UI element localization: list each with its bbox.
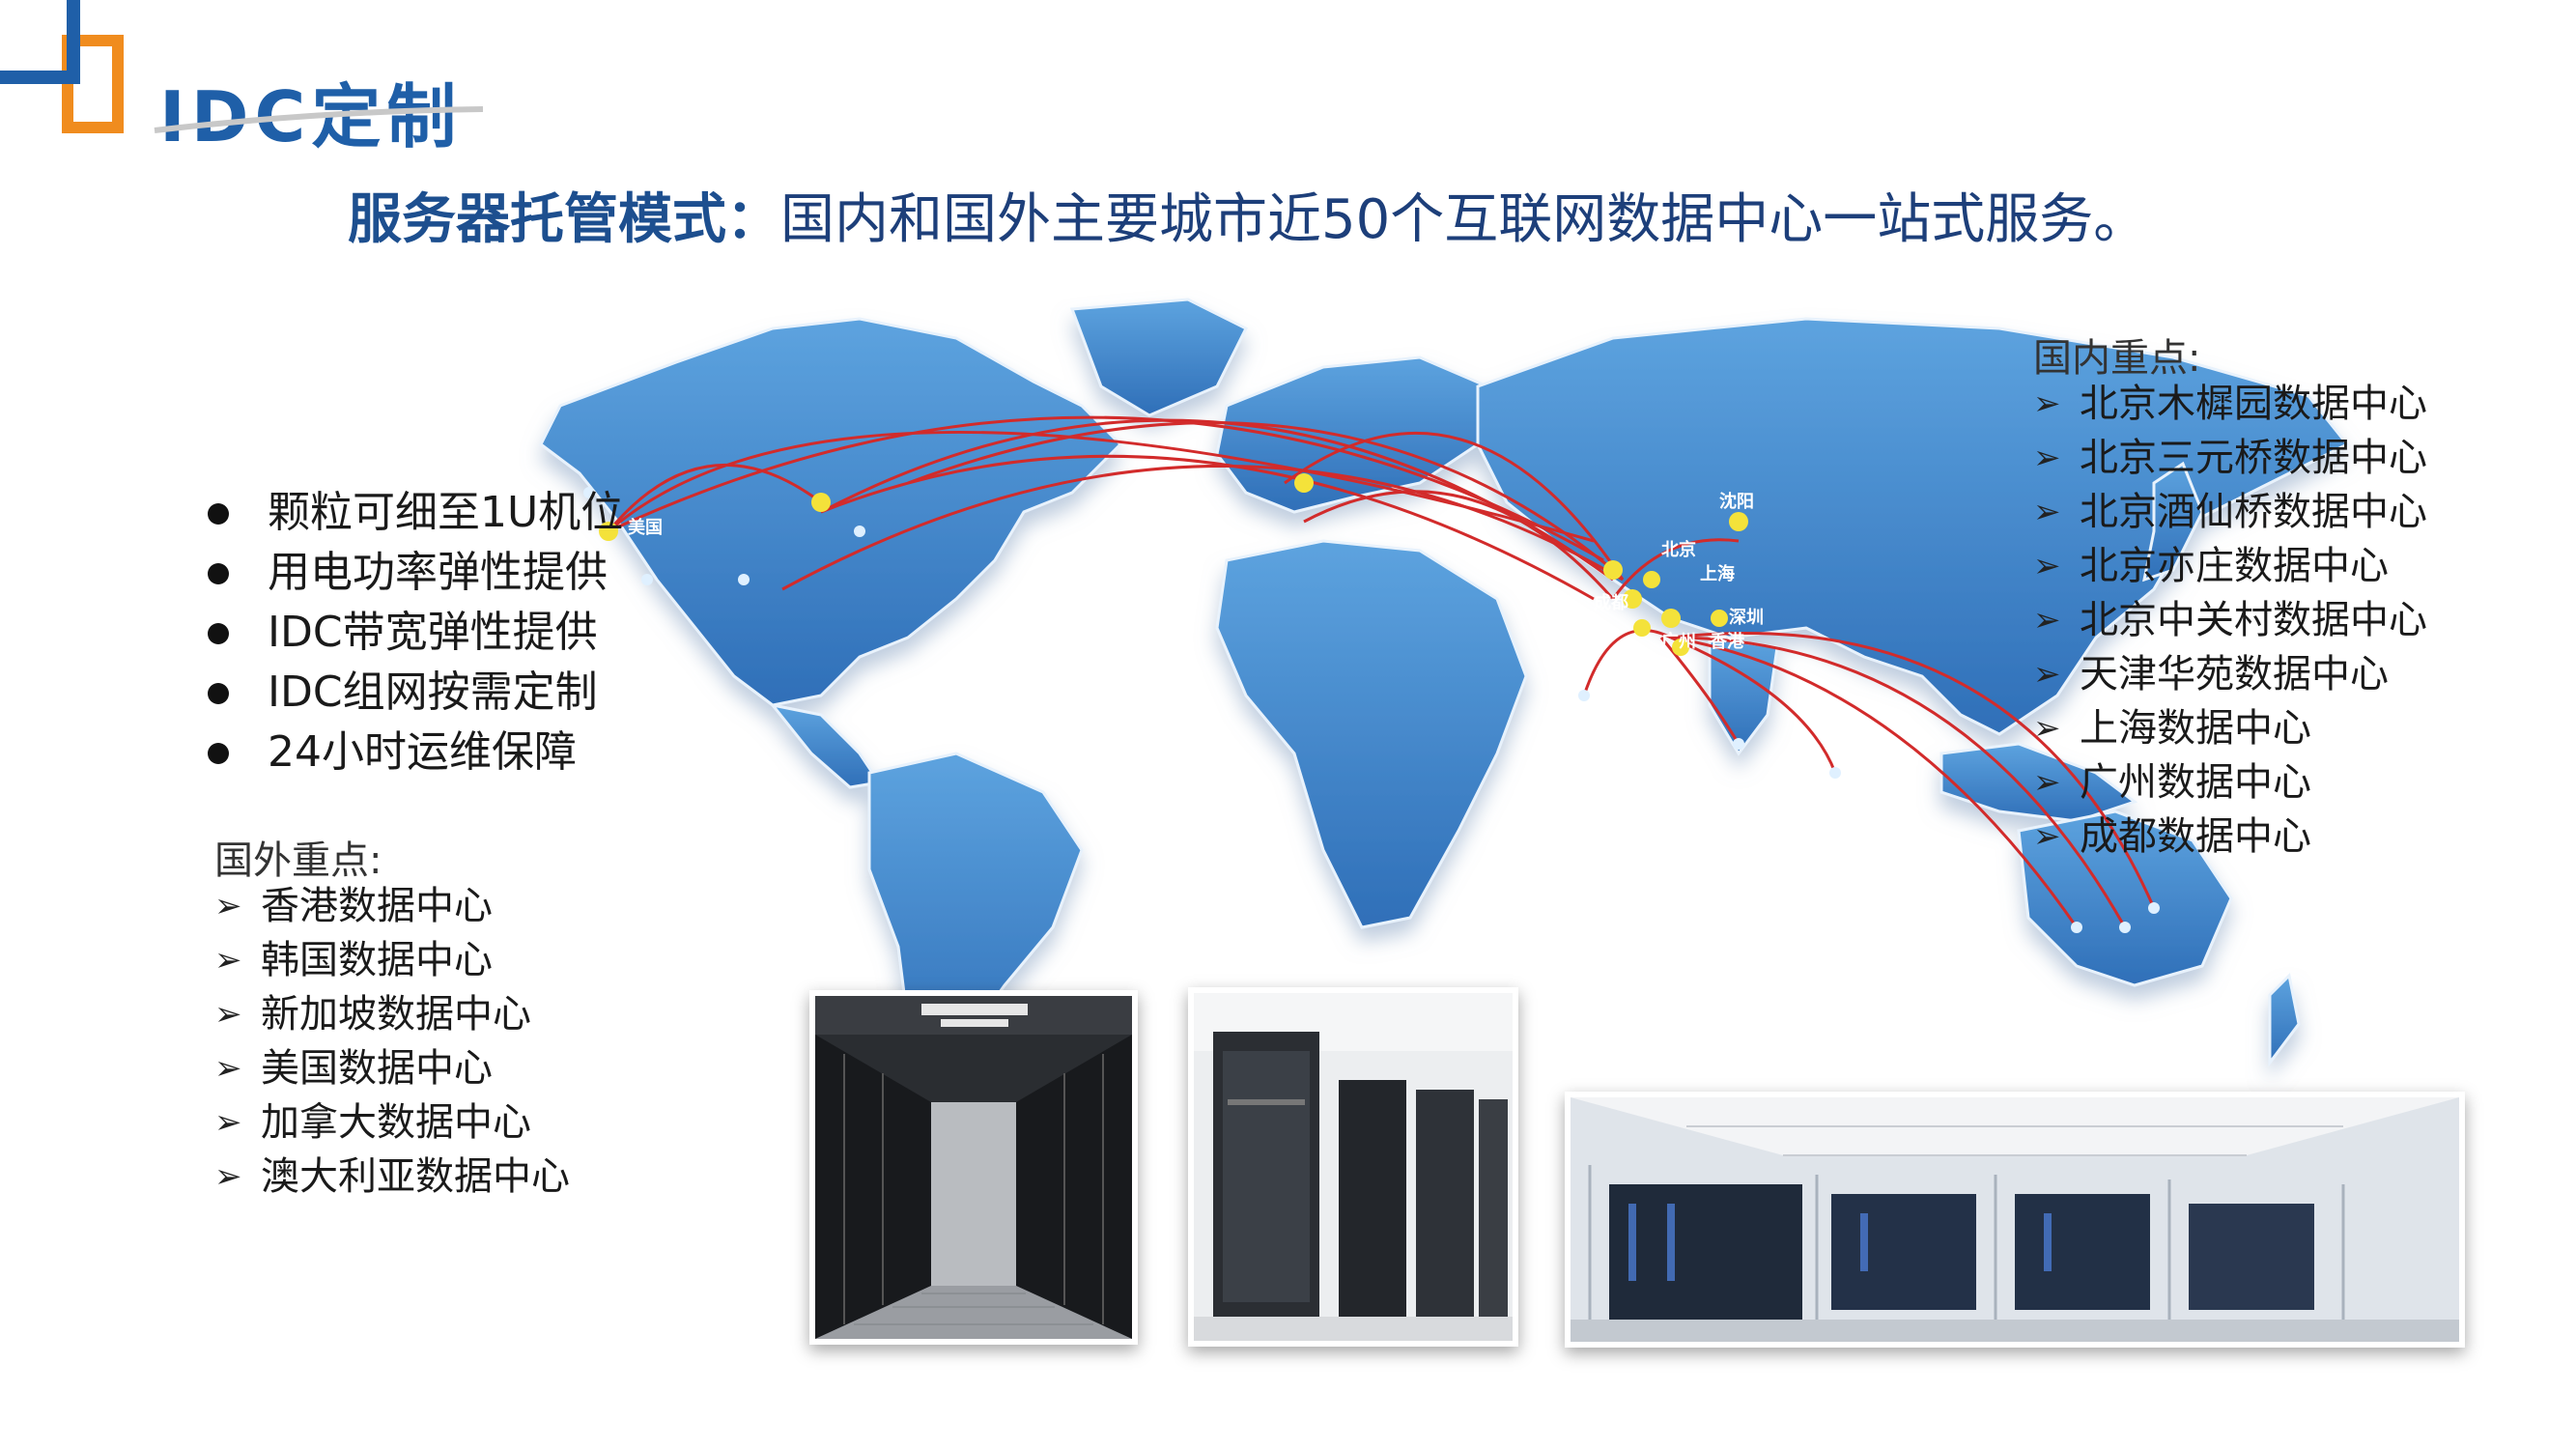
arrow-right-icon: ➢ <box>214 941 242 980</box>
list-item-label: 广州数据中心 <box>2080 760 2311 805</box>
japan-shape <box>2142 461 2204 582</box>
logo-mark-icon <box>0 0 124 133</box>
list-item-label: 新加坡数据中心 <box>261 992 531 1037</box>
arrow-right-icon: ➢ <box>2033 601 2061 639</box>
feature-label: 颗粒可细至1U机位 <box>268 488 624 537</box>
feature-label: IDC带宽弹性提供 <box>268 608 598 657</box>
arrow-right-icon: ➢ <box>214 887 242 925</box>
feature-label: 24小时运维保障 <box>268 727 577 777</box>
feature-item: 24小时运维保障 <box>208 723 623 782</box>
list-item: ➢ 澳大利亚数据中心 <box>214 1150 570 1204</box>
arrow-right-icon: ➢ <box>214 995 242 1034</box>
feature-item: IDC带宽弹性提供 <box>208 603 623 663</box>
feature-label: IDC组网按需定制 <box>268 668 598 717</box>
list-item-label: 北京酒仙桥数据中心 <box>2080 490 2427 534</box>
domestic-list: ➢ 北京木樨园数据中心 ➢ 北京三元桥数据中心 ➢ 北京酒仙桥数据中心 ➢ 北京亦庄数据… <box>2033 377 2427 864</box>
headline-bold: 服务器托管模式： <box>348 188 780 251</box>
list-item: ➢ 成都数据中心 <box>2033 810 2427 864</box>
arrow-right-icon: ➢ <box>214 1157 242 1196</box>
list-item-label: 北京三元桥数据中心 <box>2080 436 2427 480</box>
list-item-label: 美国数据中心 <box>261 1046 493 1091</box>
logo-swoosh-icon <box>154 106 484 133</box>
arrow-right-icon: ➢ <box>2033 384 2061 423</box>
bullet-icon <box>208 743 229 764</box>
map-label-guangzhou: 广州 <box>1661 631 1696 652</box>
map-label-shenzhen: 深圳 <box>1729 607 1764 628</box>
international-heading: 国外重点: <box>214 838 382 883</box>
arrow-right-icon: ➢ <box>214 1049 242 1088</box>
arrow-right-icon: ➢ <box>2033 439 2061 477</box>
route-lines <box>607 415 2156 928</box>
list-item-label: 北京木樨园数据中心 <box>2080 382 2427 426</box>
arrow-right-icon: ➢ <box>2033 709 2061 748</box>
server-aisle-photo <box>809 990 1138 1345</box>
southeast-asia-shape <box>1939 742 2138 823</box>
central-america-shape <box>769 702 882 789</box>
list-item: ➢ 广州数据中心 <box>2033 755 2427 810</box>
list-item-label: 韩国数据中心 <box>261 938 493 982</box>
arrow-right-icon: ➢ <box>2033 547 2061 585</box>
bullet-icon <box>208 683 229 704</box>
bullet-icon <box>208 563 229 584</box>
list-item: ➢ 韩国数据中心 <box>214 933 570 987</box>
list-item: ➢ 香港数据中心 <box>214 879 570 933</box>
feature-item: IDC组网按需定制 <box>208 663 623 723</box>
domestic-heading: 国内重点: <box>2033 336 2201 381</box>
list-item: ➢ 新加坡数据中心 <box>214 987 570 1041</box>
feature-list: 颗粒可细至1U机位 用电功率弹性提供 IDC带宽弹性提供 IDC组网按需定制 2… <box>208 483 623 782</box>
australia-shape <box>2017 810 2233 987</box>
bullet-icon <box>208 503 229 525</box>
headline-rest: 国内和国外主要城市近50个互联网数据中心一站式服务。 <box>780 188 2148 251</box>
list-item-label: 北京中关村数据中心 <box>2080 598 2427 642</box>
list-item: ➢ 上海数据中心 <box>2033 701 2427 755</box>
list-item-label: 成都数据中心 <box>2080 814 2311 859</box>
data-center-hall-photo <box>1565 1092 2465 1348</box>
arrow-right-icon: ➢ <box>2033 493 2061 531</box>
list-item: ➢ 加拿大数据中心 <box>214 1095 570 1150</box>
list-item-label: 加拿大数据中心 <box>261 1100 531 1145</box>
list-item-label: 北京亦庄数据中心 <box>2080 544 2389 588</box>
list-item-label: 天津华苑数据中心 <box>2080 652 2389 696</box>
greenland-shape <box>1069 298 1249 417</box>
map-label-shenyang: 沈阳 <box>1719 491 1754 512</box>
bullet-icon <box>208 623 229 644</box>
arrow-right-icon: ➢ <box>214 1103 242 1142</box>
map-label-chengdu: 成都 <box>1594 592 1628 613</box>
list-item-label: 上海数据中心 <box>2080 706 2311 751</box>
server-cabinet-photo <box>1188 987 1518 1347</box>
africa-shape <box>1215 539 1528 929</box>
headline: 服务器托管模式：国内和国外主要城市近50个互联网数据中心一站式服务。 <box>348 176 2147 254</box>
data-center-nodes <box>583 473 2160 933</box>
map-label-hongkong: 香港 <box>1709 632 1745 652</box>
list-item: ➢ 北京三元桥数据中心 <box>2033 431 2427 485</box>
feature-label: 用电功率弹性提供 <box>268 548 608 597</box>
list-item-label: 澳大利亚数据中心 <box>261 1154 570 1199</box>
map-label-beijing: 北京 <box>1661 539 1696 560</box>
international-list: ➢ 香港数据中心 ➢ 韩国数据中心 ➢ 新加坡数据中心 ➢ 美国数据中心 ➢ 加拿大数据中… <box>214 879 570 1204</box>
list-item: ➢ 美国数据中心 <box>214 1041 570 1095</box>
list-item: ➢ 天津华苑数据中心 <box>2033 647 2427 701</box>
list-item: ➢ 北京中关村数据中心 <box>2033 593 2427 647</box>
arrow-right-icon: ➢ <box>2033 763 2061 802</box>
feature-item: 用电功率弹性提供 <box>208 543 623 603</box>
list-item-label: 香港数据中心 <box>261 884 493 928</box>
arrow-right-icon: ➢ <box>2033 817 2061 856</box>
list-item: ➢ 北京木樨园数据中心 <box>2033 377 2427 431</box>
list-item: ➢ 北京酒仙桥数据中心 <box>2033 485 2427 539</box>
north-america-shape <box>539 317 1123 707</box>
map-label-shanghai: 上海 <box>1700 563 1735 584</box>
arrow-right-icon: ➢ <box>2033 655 2061 694</box>
feature-item: 颗粒可细至1U机位 <box>208 483 623 543</box>
map-label-usa: 美国 <box>628 517 663 538</box>
list-item: ➢ 北京亦庄数据中心 <box>2033 539 2427 593</box>
europe-shape <box>1215 355 1489 514</box>
new-zealand-shape <box>2268 972 2301 1067</box>
